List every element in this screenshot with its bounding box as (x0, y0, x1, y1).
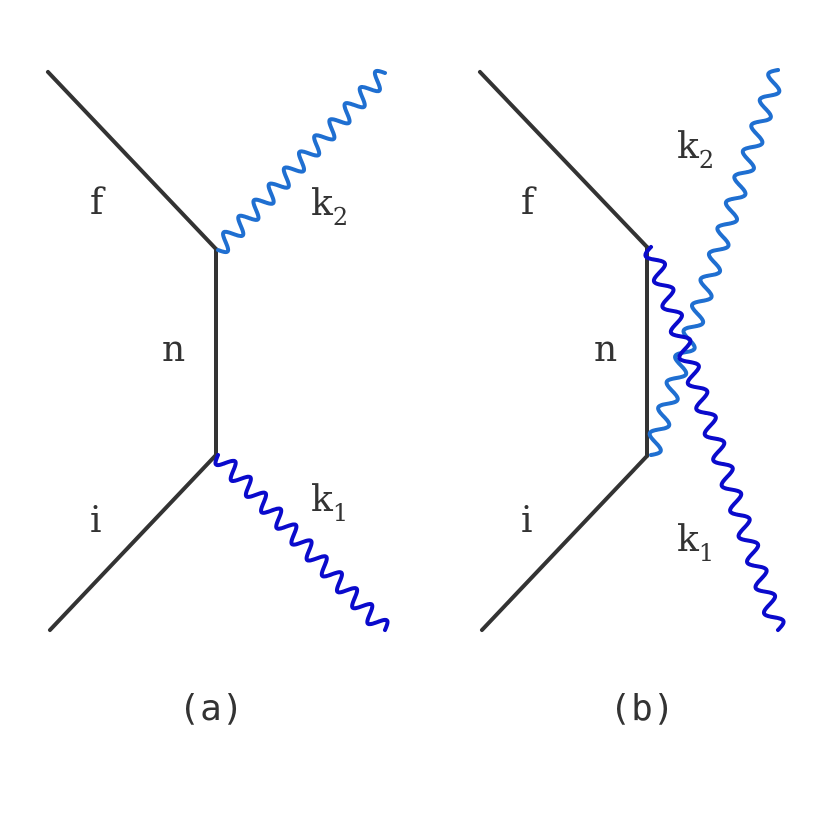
label-k1-a-sub: 1 (333, 499, 348, 527)
label-k2-a-base: k (311, 183, 334, 224)
diagram-b: f n i k2 k1 (b) (478, 68, 786, 729)
label-i-b: i (521, 500, 533, 541)
label-k2-b-base: k (677, 126, 700, 167)
label-n-a: n (162, 329, 185, 370)
label-k1-a-base: k (311, 479, 334, 520)
label-k2-b-sub: 2 (699, 146, 714, 174)
label-f-b: f (521, 182, 537, 223)
diagram-a: f n i k2 k1 (a) (46, 68, 390, 729)
photon-k1-a (213, 453, 390, 632)
label-k1-a: k1 (311, 479, 348, 527)
label-k2-a-sub: 2 (333, 203, 348, 231)
label-n-b: n (594, 329, 617, 370)
label-i-a: i (90, 500, 102, 541)
fermion-line-i-a (48, 453, 218, 632)
label-f-a: f (90, 182, 106, 223)
photon-k1-b (643, 245, 786, 632)
label-k1-b: k1 (677, 519, 714, 567)
caption-a: (a) (178, 688, 243, 729)
fermion-line-f-a (46, 70, 218, 251)
label-k1-b-base: k (677, 519, 700, 560)
label-k2-a: k2 (311, 183, 348, 231)
label-k1-b-sub: 1 (699, 539, 714, 567)
label-k2-b: k2 (677, 126, 714, 174)
caption-b: (b) (609, 688, 674, 729)
photon-k2-b (647, 68, 782, 457)
fermion-line-f-b (478, 70, 649, 249)
photon-k2-a (216, 68, 387, 255)
fermion-line-i-b (480, 454, 649, 632)
